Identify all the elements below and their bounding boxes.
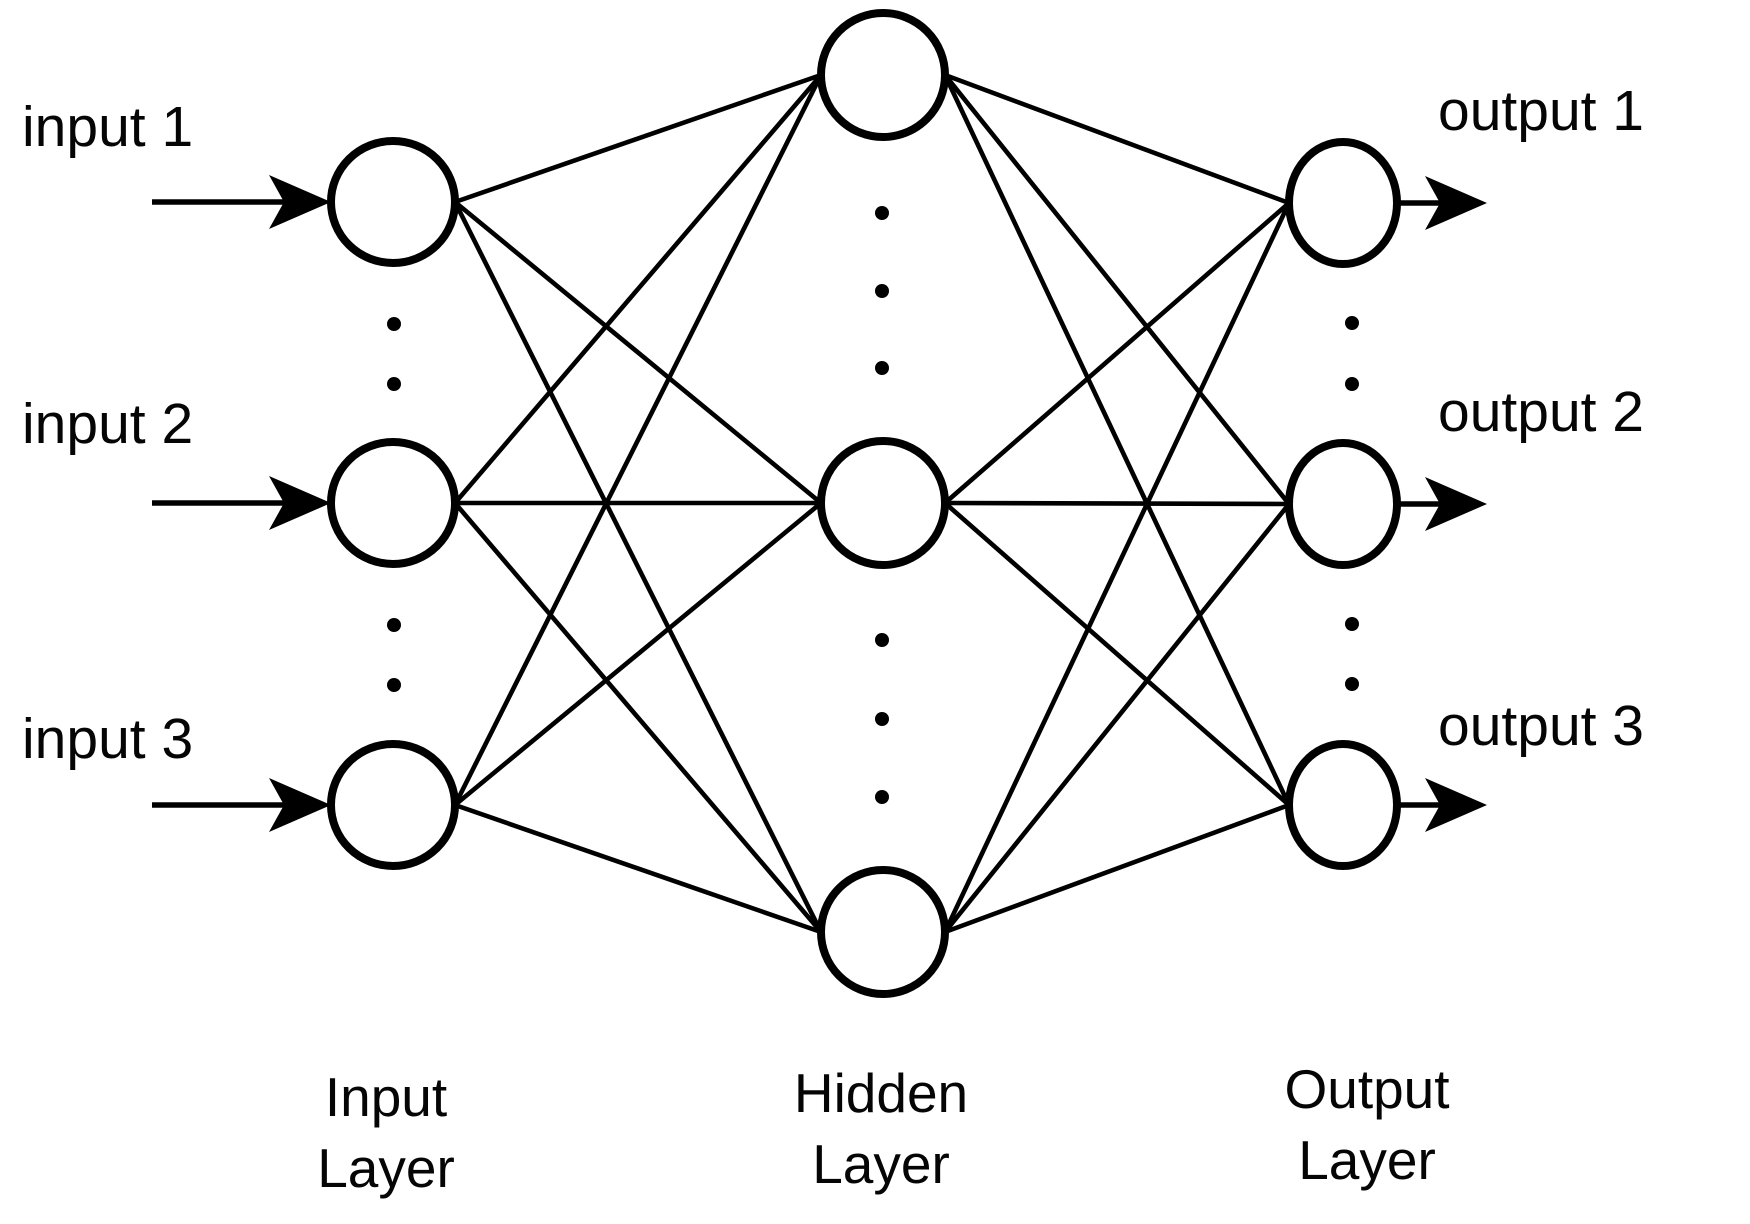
edge-hidden-output-2-1 (942, 200, 1292, 506)
ellipsis-dot-col1 (387, 377, 401, 391)
ellipsis-dot-col2 (875, 361, 889, 375)
ellipsis-dot-col3 (1345, 377, 1359, 391)
input-2-label: input 2 (22, 392, 194, 456)
edge-input-hidden-1-3 (452, 199, 824, 935)
edge-hidden-output-1-1 (942, 72, 1292, 206)
input-arrow-2-head (269, 476, 331, 530)
input-1-label: input 1 (22, 95, 194, 159)
input-node-1 (327, 137, 459, 267)
ellipsis-dot-col3 (1345, 617, 1359, 631)
output-node-1 (1285, 138, 1401, 268)
edge-input-hidden-3-3 (452, 802, 824, 935)
input-node-2 (327, 438, 459, 568)
output-3-label: output 3 (1438, 694, 1645, 758)
edge-hidden-output-3-2 (942, 501, 1292, 935)
ellipsis-dot-col3 (1345, 677, 1359, 691)
hidden-node-3 (817, 866, 949, 998)
output-2-label: output 2 (1438, 380, 1645, 444)
ellipsis-dot-col2 (875, 712, 889, 726)
output-node-2 (1285, 439, 1401, 569)
hidden-layer-caption: Hidden Layer (793, 1062, 969, 1195)
ellipsis-dot-col3 (1345, 316, 1359, 330)
edge-hidden-output-3-1 (942, 200, 1292, 935)
output-arrow-1-head (1425, 176, 1487, 230)
input-node-3 (327, 740, 459, 870)
edge-hidden-output-1-3 (942, 72, 1292, 808)
edge-input-hidden-2-3 (452, 500, 824, 935)
ellipsis-dot-col2 (875, 790, 889, 804)
ellipsis-dot-col1 (387, 317, 401, 331)
edge-hidden-output-1-2 (942, 72, 1292, 507)
hidden-node-1 (817, 9, 949, 141)
edge-input-hidden-1-1 (452, 72, 824, 205)
edge-hidden-output-2-3 (942, 500, 1292, 808)
ellipsis-dot-col2 (875, 633, 889, 647)
ellipsis-dot-col1 (387, 678, 401, 692)
edge-input-hidden-3-2 (452, 500, 824, 808)
output-1-label: output 1 (1438, 79, 1645, 143)
output-arrow-2-head (1425, 477, 1487, 531)
edge-input-hidden-3-1 (452, 72, 824, 808)
output-node-3 (1285, 740, 1401, 870)
ellipsis-dot-col2 (875, 206, 889, 220)
ellipsis-dot-col2 (875, 284, 889, 298)
output-layer-caption: Output Layer (1284, 1058, 1450, 1191)
hidden-node-2 (817, 437, 949, 569)
input-arrow-1-head (269, 175, 331, 229)
edge-hidden-output-2-2 (942, 500, 1292, 507)
output-arrow-3-head (1425, 778, 1487, 832)
input-layer-caption: Input Layer (317, 1066, 455, 1199)
edge-hidden-output-3-3 (942, 802, 1292, 935)
ellipsis-dot-col1 (387, 618, 401, 632)
input-arrow-3-head (269, 778, 331, 832)
input-3-label: input 3 (22, 707, 194, 771)
edge-input-hidden-1-2 (452, 199, 824, 506)
edge-input-hidden-2-1 (452, 72, 824, 506)
